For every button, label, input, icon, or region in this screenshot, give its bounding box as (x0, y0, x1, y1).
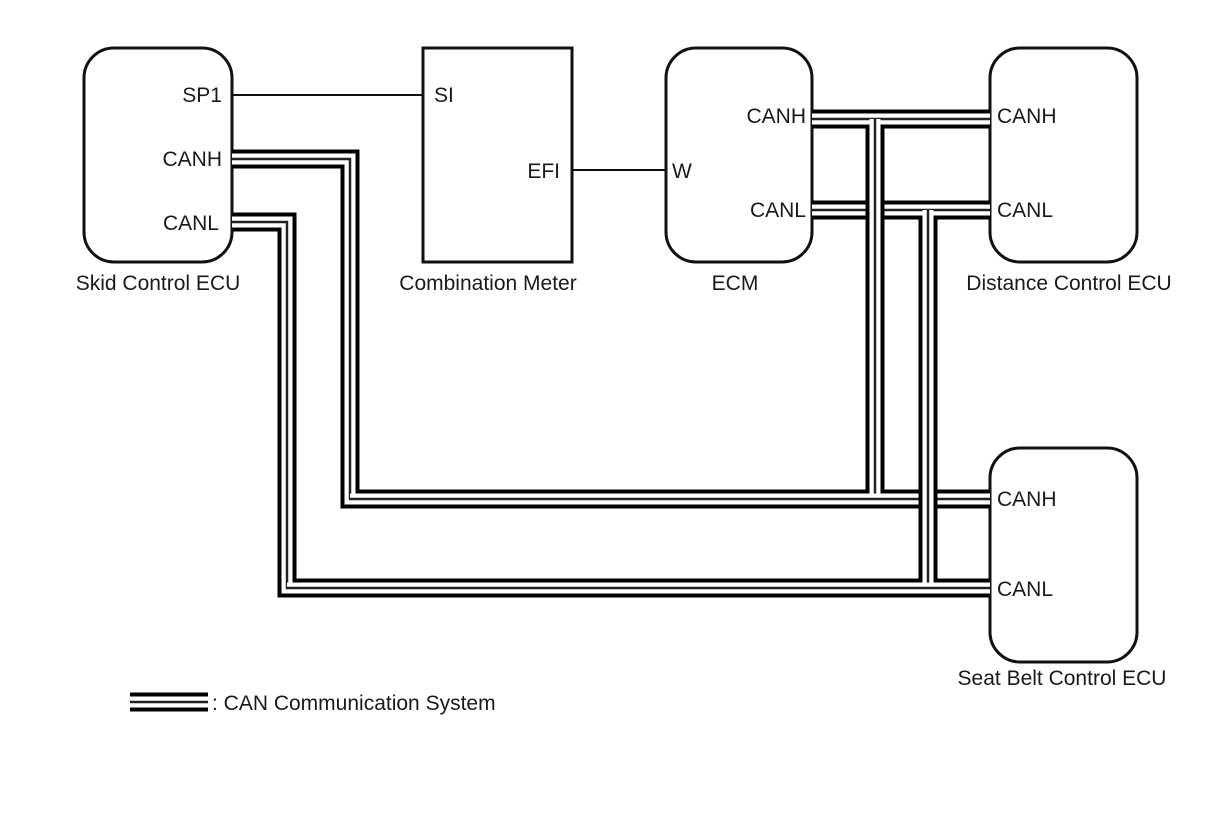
meter-si-label: SI (434, 84, 454, 107)
distance-canh-label: CANH (997, 105, 1057, 128)
seatbelt-canh-label: CANH (997, 488, 1057, 511)
meter-efi-label: EFI (527, 160, 560, 183)
distance-control-ecu-name: Distance Control ECU (966, 272, 1171, 295)
ecm-canh-label: CANH (746, 105, 806, 128)
ecm-w-label: W (672, 160, 692, 183)
distance-control-ecu-box (988, 46, 1139, 264)
skid-canh-label: CANH (162, 148, 222, 171)
distance-canl-label: CANL (997, 199, 1053, 222)
can-bus-group (232, 109, 990, 598)
legend-text: : CAN Communication System (212, 692, 496, 715)
skid-canl-label: CANL (163, 212, 219, 235)
ecm-canl-label: CANL (750, 199, 806, 222)
skid-control-ecu-name: Skid Control ECU (76, 272, 241, 295)
ecm-box (664, 46, 814, 264)
seatbelt-canl-label: CANL (997, 578, 1053, 601)
combination-meter-box (421, 46, 574, 264)
seat-belt-control-ecu-name: Seat Belt Control ECU (958, 667, 1167, 690)
ecm-name: ECM (712, 272, 759, 295)
seat-belt-control-ecu-box (988, 446, 1139, 664)
combination-meter-name: Combination Meter (399, 272, 576, 295)
legend: : CAN Communication System (130, 692, 496, 715)
skid-sp1-label: SP1 (182, 84, 222, 107)
